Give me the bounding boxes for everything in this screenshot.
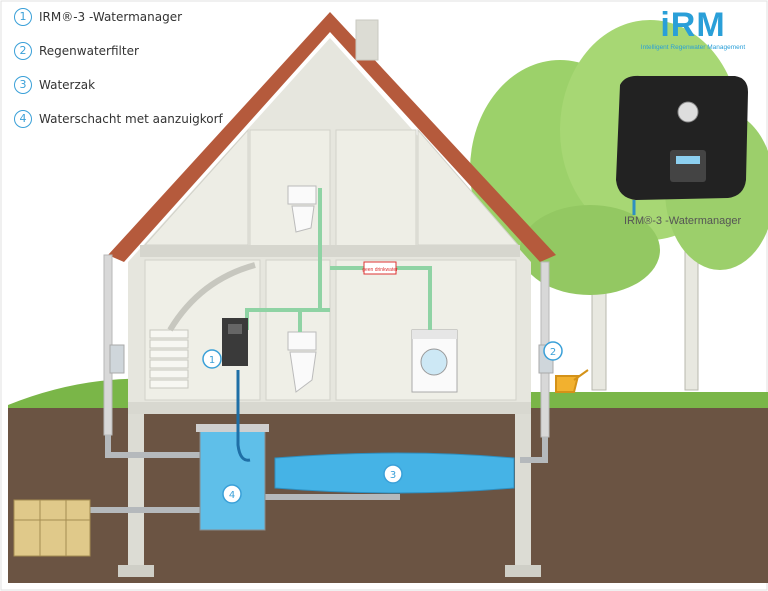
brand-wordmark: iRM [660,6,726,44]
legend-item: 3 Waterzak [14,74,223,96]
chimney [355,19,379,61]
toilet-downstairs [287,331,317,393]
legend-item: 2 Regenwaterfilter [14,40,223,62]
svg-text:3: 3 [390,470,396,481]
brand-tagline: Intelligent Regenwater Management [640,44,746,51]
ground-floor-slab [128,400,531,414]
washing-machine [411,329,458,393]
underground-pipes [90,435,548,513]
foundation-right [515,410,531,570]
water-shaft [196,370,269,531]
toilet-upstairs [287,185,317,233]
callout-4: 4 [222,484,242,504]
callout-1: 1 [202,349,222,369]
no-drinking-water-sign [363,261,397,275]
rain-filter-left [109,344,125,374]
legend-item: 4 Waterschacht met aanzuigkorf [14,108,223,130]
legend-label: Regenwaterfilter [39,44,139,58]
legend-number: 3 [14,76,32,94]
sign-text: geen drinkwater [362,267,398,273]
svg-text:1: 1 [209,355,215,366]
svg-text:2: 2 [550,347,556,358]
legend-label: Waterzak [39,78,96,92]
legend-number: 4 [14,110,32,128]
legend: 1 IRM®-3 -Watermanager 2 Regenwaterfilte… [14,6,223,142]
legend-label: IRM®-3 -Watermanager [39,10,183,24]
legend-item: 1 IRM®-3 -Watermanager [14,6,223,28]
legend-number: 2 [14,42,32,60]
staircase [149,262,256,389]
legend-number: 1 [14,8,32,26]
callout-3: 3 [383,464,403,484]
callout-2: 2 [543,341,563,361]
device-photo [616,75,748,215]
device-caption: IRM®-3 -Watermanager [624,215,742,227]
irm-watermanager-unit [222,318,248,366]
svg-text:4: 4 [229,490,235,501]
brand-logo: iRM Intelligent Regenwater Management [628,8,758,51]
infiltration-crate [13,499,91,557]
watering-can [555,369,589,393]
legend-label: Waterschacht met aanzuigkorf [39,112,223,126]
foundation-left [128,410,144,570]
